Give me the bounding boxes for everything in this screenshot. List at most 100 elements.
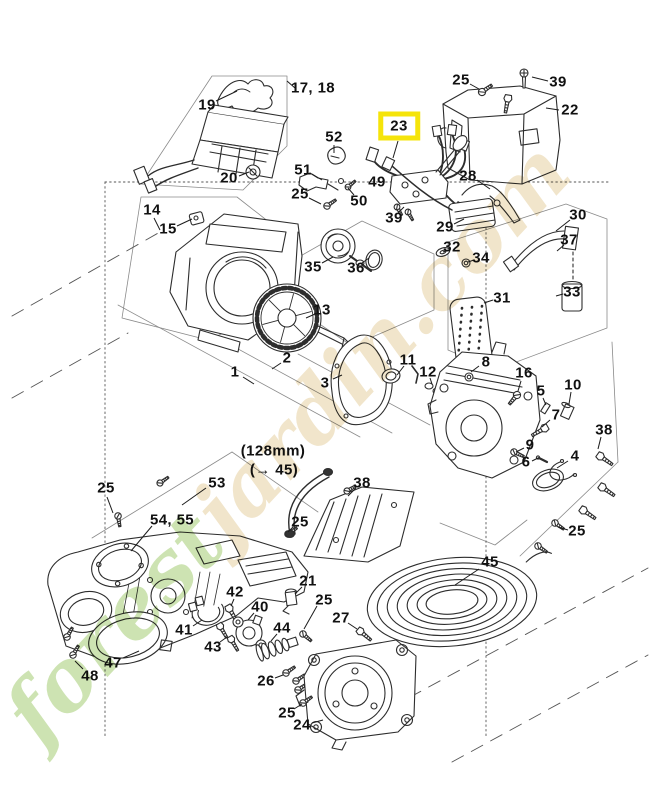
- leader-1: [242, 376, 255, 385]
- part-label-44[interactable]: 44: [273, 619, 291, 637]
- part-label-3[interactable]: 3: [320, 374, 330, 392]
- leader-25f: [303, 605, 318, 630]
- part-35-clutch: [321, 229, 371, 271]
- part-label-30[interactable]: 30: [569, 206, 587, 224]
- part-label-10[interactable]: 10: [564, 376, 582, 394]
- part-label-2[interactable]: 2: [282, 349, 292, 367]
- part-label-26[interactable]: 26: [257, 672, 275, 690]
- part-label-43[interactable]: 43: [204, 638, 222, 656]
- leader-25e: [106, 496, 114, 514]
- part-label-19[interactable]: 19: [198, 96, 216, 114]
- part-label-25e[interactable]: 25: [97, 479, 115, 497]
- part-label-39b[interactable]: 39: [385, 209, 403, 227]
- part-31-perforated-plate: [449, 296, 493, 368]
- part-label-14[interactable]: 14: [143, 201, 161, 219]
- part-label-45[interactable]: 45: [481, 553, 499, 571]
- part-label-9[interactable]: 9: [525, 436, 535, 454]
- leader-50: [347, 187, 355, 196]
- part-label-32[interactable]: 32: [443, 238, 461, 256]
- part-22-tank-housing: [438, 86, 560, 184]
- part-label-25f[interactable]: 25: [315, 591, 333, 609]
- part-label-5[interactable]: 5: [536, 382, 546, 400]
- part-label-13[interactable]: 13: [313, 301, 331, 319]
- part-label-29[interactable]: 29: [436, 218, 454, 236]
- part-label-17-18[interactable]: 17, 18: [290, 79, 336, 97]
- leader-28: [476, 179, 491, 190]
- part-label-38a[interactable]: 38: [595, 421, 613, 439]
- part-8-washer: [465, 373, 473, 381]
- part-label-52[interactable]: 52: [325, 128, 343, 146]
- part-crankcase: [428, 342, 540, 478]
- leader-11: [396, 365, 405, 376]
- leader-15: [176, 218, 193, 227]
- part-19-bracket: [218, 80, 273, 113]
- part-36-oring: [364, 248, 385, 271]
- part-label-23[interactable]: 23: [378, 111, 420, 141]
- part-label-39a[interactable]: 39: [549, 73, 567, 91]
- part-label-36[interactable]: 36: [347, 259, 365, 277]
- leader-48: [74, 660, 84, 670]
- part-label-25g[interactable]: 25: [278, 704, 296, 722]
- part-label-38b[interactable]: 38: [353, 474, 371, 492]
- dashed-separators: [12, 232, 648, 762]
- part-label-40[interactable]: 40: [251, 598, 269, 616]
- part-label-53[interactable]: 53: [208, 474, 226, 492]
- part-label-41[interactable]: 41: [175, 621, 193, 639]
- leader-16: [517, 380, 522, 392]
- part-20-grommet: [246, 165, 260, 179]
- part-label-7[interactable]: 7: [551, 406, 561, 424]
- part-label-27[interactable]: 27: [332, 609, 350, 627]
- part-label-16[interactable]: 16: [515, 364, 533, 382]
- leader-32: [442, 249, 449, 253]
- leader-2: [271, 362, 282, 370]
- part-13-flywheel: [253, 284, 349, 352]
- part-label-25a[interactable]: 25: [452, 71, 470, 89]
- part-label-1[interactable]: 1: [230, 363, 240, 381]
- part-label-28[interactable]: 28: [459, 167, 477, 185]
- part-label-42[interactable]: 42: [226, 583, 244, 601]
- part-label-6[interactable]: 6: [521, 453, 531, 471]
- part-label-31[interactable]: 31: [493, 289, 511, 307]
- leader-35: [321, 256, 334, 264]
- leader-13: [305, 313, 316, 319]
- leader-27: [347, 622, 358, 630]
- part-label-34[interactable]: 34: [472, 249, 490, 267]
- part-label-25b[interactable]: 25: [291, 185, 309, 203]
- leader-31: [483, 299, 494, 304]
- part-label-21[interactable]: 21: [299, 572, 317, 590]
- leader-23: [392, 140, 399, 159]
- part-label-8[interactable]: 8: [481, 353, 491, 371]
- part-label-49[interactable]: 49: [368, 173, 386, 191]
- part-label-to45: (→ 45): [249, 461, 299, 479]
- leader-47: [122, 650, 140, 659]
- part-label-35[interactable]: 35: [304, 258, 322, 276]
- part-label-24[interactable]: 24: [293, 716, 311, 734]
- part-label-12[interactable]: 12: [419, 363, 437, 381]
- part-label-33[interactable]: 33: [563, 283, 581, 301]
- part-38-guide-plate: [304, 482, 414, 562]
- part-label-22[interactable]: 22: [561, 101, 579, 119]
- part-label-37[interactable]: 37: [560, 231, 578, 249]
- part-label-15[interactable]: 15: [159, 220, 177, 238]
- part-label-25c[interactable]: 25: [568, 522, 586, 540]
- part-label-4[interactable]: 4: [570, 447, 580, 465]
- part-10-sleeve: [560, 401, 574, 419]
- part-label-25d[interactable]: 25: [291, 513, 309, 531]
- leader-12: [429, 377, 433, 385]
- part-label-11[interactable]: 11: [399, 351, 417, 369]
- part-label-54-55[interactable]: 54, 55: [149, 511, 195, 529]
- leader-8: [470, 365, 480, 373]
- part-label-20[interactable]: 20: [220, 169, 238, 187]
- leader-25d: [287, 526, 294, 533]
- part-label-50[interactable]: 50: [350, 192, 368, 210]
- leader-36: [361, 257, 370, 264]
- part-label-51[interactable]: 51: [294, 161, 312, 179]
- part-47-cover: [83, 604, 175, 672]
- part-label-47[interactable]: 47: [104, 654, 122, 672]
- part-label-48[interactable]: 48: [81, 667, 99, 685]
- part-28-spring: [462, 184, 520, 223]
- leader-44: [270, 633, 278, 642]
- leader-20: [238, 171, 250, 177]
- leader-10: [568, 391, 572, 405]
